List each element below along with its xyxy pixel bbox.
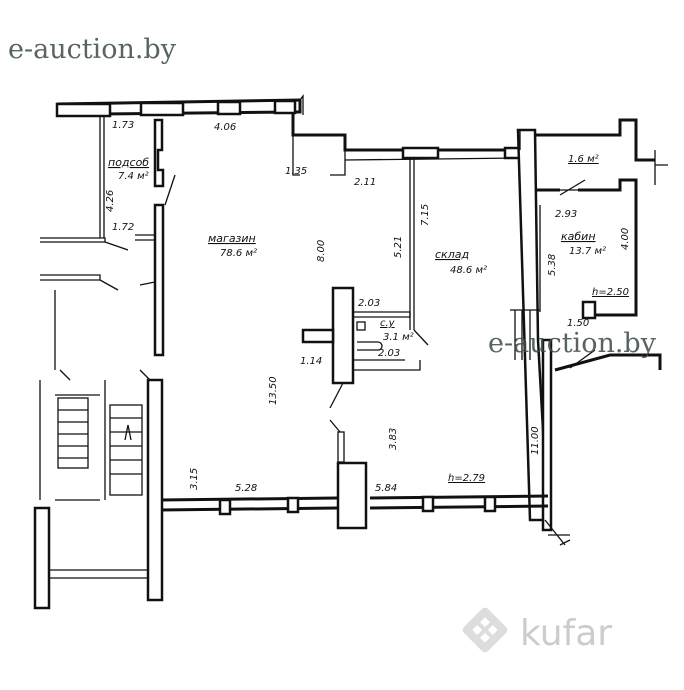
room-name-office: кабин	[561, 230, 596, 243]
dimension-label: 1.50	[567, 318, 589, 329]
dimension-label: 13.50	[268, 376, 279, 405]
room-area-vestibule: 1.6 м²	[568, 154, 599, 165]
stair-flight	[57, 397, 143, 496]
kufar-logo: kufar	[462, 607, 612, 654]
dimension-label: h=2.79	[448, 473, 485, 484]
watermark-top: e-auction.by	[8, 34, 177, 65]
dimension-labels: 1.73 4.06 1.35 2.11 4.26 1.72 8.00 5.21 …	[105, 120, 631, 494]
room-name-shop: магазин	[208, 232, 256, 245]
watermark-middle: e-auction.by	[488, 328, 657, 359]
dimension-label: 3.83	[388, 428, 399, 450]
dimension-label: 3.15	[189, 468, 200, 490]
kufar-logo-icon	[462, 607, 508, 653]
dimension-label: 2.03	[358, 298, 380, 309]
dimension-label: 2.03	[378, 348, 400, 359]
dimension-label: 4.26	[105, 190, 116, 212]
dimension-label: 1.14	[300, 356, 322, 367]
dimension-label: h=2.50	[592, 287, 629, 298]
dimension-label: 4.00	[620, 228, 631, 250]
dimension-label: 5.38	[547, 254, 558, 276]
dimension-label: 2.93	[555, 209, 577, 220]
dimension-label: 7.15	[420, 204, 431, 226]
dimension-label: 1.73	[112, 120, 134, 131]
room-name-utility: подсоб	[108, 156, 149, 169]
dimension-label: 5.21	[393, 236, 404, 258]
room-area-wc: 3.1 м²	[383, 332, 414, 343]
dimension-label: 11.00	[530, 426, 541, 455]
dimension-label: 5.28	[235, 483, 257, 494]
room-area-storage: 48.6 м²	[450, 265, 487, 276]
room-area-shop: 78.6 м²	[220, 248, 257, 259]
kufar-logo-text: kufar	[520, 613, 612, 654]
room-name-wc: с.у	[380, 318, 396, 329]
walls	[33, 94, 668, 610]
dimension-label: 1.72	[112, 222, 134, 233]
dimension-label: 8.00	[316, 240, 327, 262]
room-area-utility: 7.4 м²	[118, 171, 149, 182]
dimension-label: 4.06	[214, 122, 236, 133]
dimension-label: 1.35	[285, 166, 307, 177]
room-area-office: 13.7 м²	[569, 246, 606, 257]
room-name-storage: склад	[435, 248, 469, 261]
dimension-label: 2.11	[354, 177, 376, 188]
room-labels: подсоб 7.4 м² магазин 78.6 м² склад 48.6…	[108, 154, 606, 343]
dimension-label: 5.84	[375, 483, 397, 494]
